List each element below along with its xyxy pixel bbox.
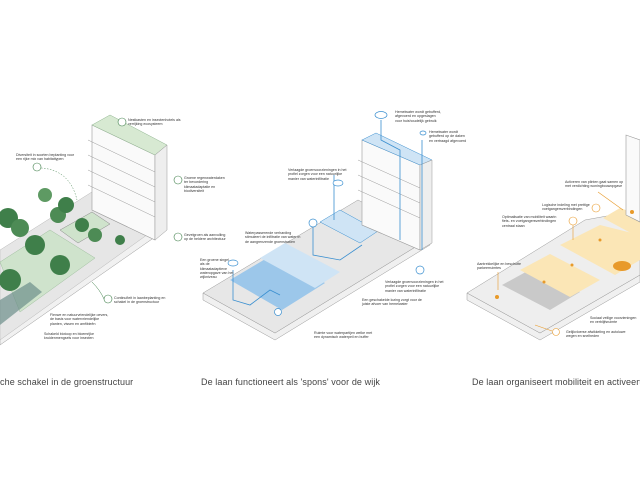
green-roof-icon bbox=[173, 175, 183, 185]
speed-icon bbox=[552, 328, 560, 336]
trees bbox=[0, 188, 125, 291]
note-plinths: Activeren van plinten gaat samen op met … bbox=[565, 180, 624, 189]
pond bbox=[0, 282, 42, 325]
note-parking: Aantrekkelijke en beschutte parkeerruimt… bbox=[477, 262, 521, 271]
road bbox=[502, 268, 580, 310]
note-rainwater-storage: Hemelwater wordt gebufferd, afgevoerd en… bbox=[395, 110, 442, 123]
note-continuity: Continuïteit in laanbeplanting en schake… bbox=[114, 296, 166, 305]
note-traffic: Gelijkvloerse afwikkeling en autoluwe we… bbox=[566, 330, 626, 339]
water-flow-lines bbox=[232, 120, 423, 306]
rain-cloud-icon bbox=[227, 259, 239, 267]
note-plant-diversity: Diversiteit in soorten beplanting voor e… bbox=[16, 153, 75, 162]
caption-sponge: De laan functioneert als 'spons' voor de… bbox=[201, 377, 381, 387]
people-figures bbox=[495, 210, 634, 299]
note-mobility: Optimalisatie van mobiliteit waarin fiet… bbox=[502, 215, 557, 228]
note-banks: Flexwe en natuurvriendelijke oevers, de … bbox=[50, 313, 109, 326]
flow-icon bbox=[308, 218, 318, 228]
building-side bbox=[154, 144, 168, 241]
note-walkways: Logische indeling met prettige voetgange… bbox=[542, 203, 590, 212]
note-drainage: Een geschakelde lozing zorgt voor de jui… bbox=[362, 298, 422, 307]
mobility-annotation-markers bbox=[497, 191, 624, 336]
gauge-icon bbox=[274, 308, 282, 316]
note-green-singel: Een groene singel als de klimaatadaptiev… bbox=[200, 258, 234, 280]
green-annotation-markers bbox=[32, 117, 183, 304]
water-strip-2 bbox=[260, 243, 340, 288]
note-social-safety: Sociaal veilige voorzieningen en verblij… bbox=[590, 316, 637, 325]
pedestrian-icon bbox=[591, 203, 601, 213]
note-infiltration: Verlaagde groenvoorzieningen in het prof… bbox=[288, 168, 347, 181]
facade-green-icon bbox=[173, 232, 183, 242]
mobility-panel-drawing bbox=[466, 134, 640, 341]
note-lowered-green: Verlaagde groenvoorzieningen in het prof… bbox=[385, 280, 444, 293]
balconies bbox=[357, 159, 421, 219]
bike-pedestrian-icon bbox=[568, 216, 578, 226]
birdhouse-icon bbox=[117, 117, 127, 127]
green-panel-drawing bbox=[0, 114, 183, 346]
note-flowers: Schakeld biotoop en bloemrijke kruidenme… bbox=[44, 332, 94, 341]
bike-lane bbox=[520, 254, 600, 297]
water-panel-drawing bbox=[202, 111, 433, 341]
rain-cloud-icon bbox=[332, 179, 344, 187]
connection-icon bbox=[103, 294, 113, 304]
rain-cloud-icon bbox=[419, 130, 427, 136]
caption-mobility: De laan organiseert mobiliteit en active… bbox=[472, 377, 640, 387]
rain-cloud-icon bbox=[374, 111, 388, 119]
car-shape bbox=[613, 261, 631, 271]
rain-cloud-icons bbox=[227, 111, 427, 316]
caption-green-structure: che schakel in de groenstructuur bbox=[0, 377, 134, 387]
note-roof-buffer: Hemelwater wordt gebufferd op de daken e… bbox=[429, 130, 467, 143]
note-permeable-paving: Waterpasserende verharding stimuleert de… bbox=[245, 231, 301, 244]
balconies bbox=[87, 139, 156, 218]
note-green-roofs: Groene regenwaterdaken ter bevordering k… bbox=[184, 176, 225, 193]
note-birdhouses: Nestkasten en insectenhotels als verrijk… bbox=[128, 118, 181, 127]
note-water-features: Ruimte voor waterpartijen welke met een … bbox=[314, 331, 373, 340]
note-facade-green: Gevelgroen als aanvulling op de heldere … bbox=[184, 233, 226, 242]
water-strip-1 bbox=[230, 255, 325, 310]
plant-diversity-icon bbox=[32, 162, 42, 172]
building-side bbox=[419, 159, 433, 251]
drop-icon bbox=[415, 265, 425, 275]
building-front bbox=[625, 134, 640, 223]
